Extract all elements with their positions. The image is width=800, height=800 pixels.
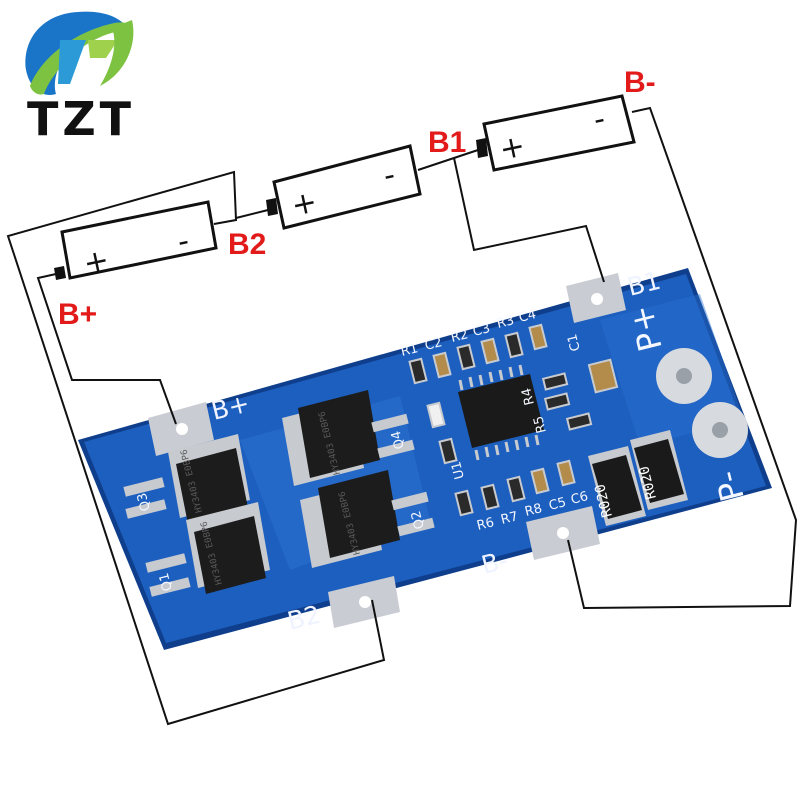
pad-p-minus bbox=[692, 402, 748, 458]
silk-r2: R2 bbox=[449, 327, 469, 346]
silk-c4: C4 bbox=[517, 307, 537, 326]
sense-resistor-2 bbox=[630, 430, 688, 510]
wire-b2-bridge bbox=[235, 209, 269, 219]
wire-b1-link bbox=[417, 149, 479, 171]
silk-r7: R7 bbox=[499, 509, 519, 528]
label-b2: B2 bbox=[228, 228, 266, 261]
silk-c1: C1 bbox=[565, 332, 584, 352]
silk-c6: C6 bbox=[569, 489, 589, 508]
tzt-logo-mark bbox=[25, 11, 134, 95]
mosfet-q3 bbox=[123, 434, 250, 524]
mosfet-q1 bbox=[145, 502, 270, 597]
pad-p-plus bbox=[656, 348, 712, 404]
battery-cell-1: + - bbox=[54, 200, 218, 282]
silk-r3: R3 bbox=[495, 313, 515, 332]
label-b-plus: B+ bbox=[58, 298, 97, 331]
sense-resistor-1 bbox=[588, 446, 646, 526]
brand-logo-text: TZT bbox=[26, 92, 136, 146]
pad-b1 bbox=[566, 273, 626, 323]
silk-q1: Q1 bbox=[157, 571, 176, 593]
silk-q2: Q2 bbox=[409, 509, 428, 531]
silk-q4: Q4 bbox=[389, 429, 408, 451]
mosfet-q4 bbox=[282, 390, 415, 486]
silk-r5: R5 bbox=[531, 414, 550, 434]
silk-c5: C5 bbox=[547, 495, 567, 514]
wiring bbox=[6, 106, 798, 726]
silk-r8: R8 bbox=[523, 501, 543, 520]
pad-b-plus bbox=[148, 402, 214, 456]
battery-cell-2: + - bbox=[266, 144, 422, 230]
pad-b2 bbox=[328, 576, 400, 628]
wire-b2-link bbox=[6, 170, 386, 726]
silk-r4: R4 bbox=[519, 386, 538, 406]
battery-cell-3: + - bbox=[476, 94, 636, 172]
silk-c3: C3 bbox=[471, 321, 491, 340]
label-b-minus: B- bbox=[624, 66, 656, 99]
smd-components bbox=[408, 323, 619, 517]
protection-ic-u1 bbox=[458, 364, 544, 461]
silk-c2: C2 bbox=[423, 335, 443, 354]
silk-u1: U1 bbox=[449, 460, 468, 481]
silk-q3: Q3 bbox=[135, 491, 154, 513]
resistor-value-2: R020 bbox=[636, 464, 660, 501]
wire-b1 bbox=[453, 157, 605, 283]
silk-r6: R6 bbox=[475, 515, 495, 534]
label-b1: B1 bbox=[428, 126, 466, 159]
pad-b-minus bbox=[526, 506, 600, 560]
mosfet-q2 bbox=[300, 470, 435, 568]
wire-b-plus bbox=[36, 273, 177, 425]
silk-r1: R1 bbox=[399, 341, 419, 360]
wire-b-minus bbox=[567, 106, 798, 610]
resistor-value-1: R020 bbox=[592, 482, 616, 519]
